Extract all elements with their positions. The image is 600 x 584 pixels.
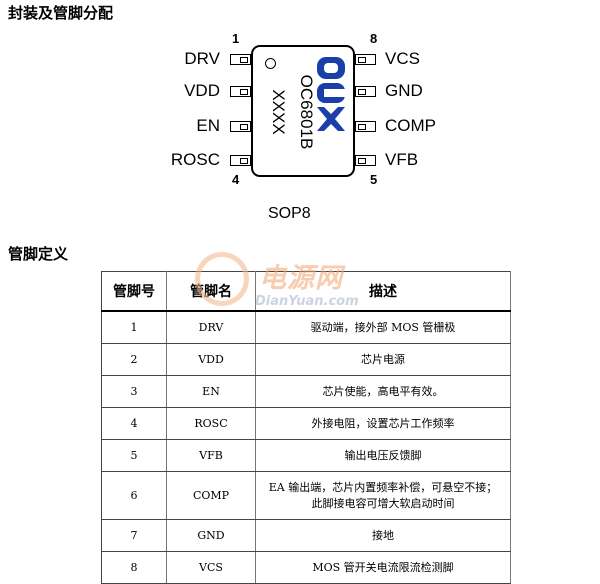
cell-description: 接地 (255, 519, 511, 552)
description-line-2: 此脚接电容可增大软启动时间 (311, 496, 455, 510)
chip-date-code: XXXX (269, 89, 288, 135)
pin-right-6 (355, 121, 376, 132)
chip-body: OC6801B XXXX (251, 45, 355, 177)
pin-label-gnd: GND (385, 81, 423, 100)
table-row: 8 VCS MOS 管开关电流限流检测脚 (101, 551, 511, 584)
pin-label-rosc: ROSC (170, 150, 220, 169)
cell-description: 输出电压反馈脚 (255, 439, 511, 472)
package-name: SOP8 (268, 205, 311, 222)
table-row: 3 EN 芯片使能，高电平有效。 (101, 375, 511, 408)
cell-pin-name: VCS (166, 551, 256, 584)
ocx-logo-icon (317, 57, 345, 131)
cell-description: 驱动端，接外部 MOS 管栅极 (255, 311, 511, 344)
cell-description: 芯片电源 (255, 343, 511, 376)
pin-label-comp: COMP (385, 116, 436, 135)
cell-description: 外接电阻，设置芯片工作频率 (255, 407, 511, 440)
table-row: 6 COMP EA 输出端，芯片内置频率补偿，可悬空不接； 此脚接电容可增大软启… (101, 471, 511, 520)
cell-pin-number: 1 (101, 311, 167, 344)
cell-description: MOS 管开关电流限流检测脚 (255, 551, 511, 584)
table-row: 7 GND 接地 (101, 519, 511, 552)
section-title-pin-definition: 管脚定义 (8, 245, 69, 263)
pin-label-vcs: VCS (385, 49, 420, 68)
pin-right-7 (355, 86, 376, 97)
pin1-marker (265, 58, 276, 69)
table-row: 4 ROSC 外接电阻，设置芯片工作频率 (101, 407, 511, 440)
section-title-package: 封装及管脚分配 (8, 4, 114, 22)
pin-right-8 (355, 54, 376, 65)
cell-pin-number: 5 (101, 439, 167, 472)
pin-number-1: 1 (232, 31, 240, 46)
pin-label-vfb: VFB (385, 150, 419, 169)
pin-number-8: 8 (370, 31, 378, 46)
description-line-1: EA 输出端，芯片内置频率补偿，可悬空不接； (268, 480, 498, 494)
cell-pin-name: VFB (166, 439, 256, 472)
cell-pin-number: 3 (101, 375, 167, 408)
cell-description: EA 输出端，芯片内置频率补偿，可悬空不接； 此脚接电容可增大软启动时间 (255, 471, 511, 520)
table-header-row: 管脚号 管脚名 描述 (101, 271, 511, 312)
header-pin-name: 管脚名 (166, 271, 256, 312)
table-row: 5 VFB 输出电压反馈脚 (101, 439, 511, 472)
cell-pin-name: ROSC (166, 407, 256, 440)
pin-left-1 (230, 54, 251, 65)
cell-pin-number: 6 (101, 471, 167, 520)
cell-description: 芯片使能，高电平有效。 (255, 375, 511, 408)
cell-pin-name: DRV (166, 311, 256, 344)
pin-right-5 (355, 155, 376, 166)
cell-pin-number: 4 (101, 407, 167, 440)
cell-pin-number: 7 (101, 519, 167, 552)
pin-label-drv: DRV (184, 49, 220, 68)
cell-pin-number: 8 (101, 551, 167, 584)
header-description: 描述 (255, 271, 511, 312)
pin-label-en: EN (196, 116, 220, 135)
cell-pin-name: EN (166, 375, 256, 408)
cell-pin-name: VDD (166, 343, 256, 376)
table-row: 1 DRV 驱动端，接外部 MOS 管栅极 (101, 311, 511, 344)
cell-pin-name: COMP (166, 471, 256, 520)
cell-pin-number: 2 (101, 343, 167, 376)
pin-label-vdd: VDD (184, 81, 220, 100)
pin-number-4: 4 (232, 172, 240, 187)
pin-definition-table: 管脚号 管脚名 描述 1 DRV 驱动端，接外部 MOS 管栅极 2 VDD 芯… (101, 271, 511, 584)
pin-left-3 (230, 121, 251, 132)
pin-left-2 (230, 86, 251, 97)
pin-number-5: 5 (370, 172, 378, 187)
pin-left-4 (230, 155, 251, 166)
header-pin-number: 管脚号 (101, 271, 167, 312)
table-row: 2 VDD 芯片电源 (101, 343, 511, 376)
cell-pin-name: GND (166, 519, 256, 552)
